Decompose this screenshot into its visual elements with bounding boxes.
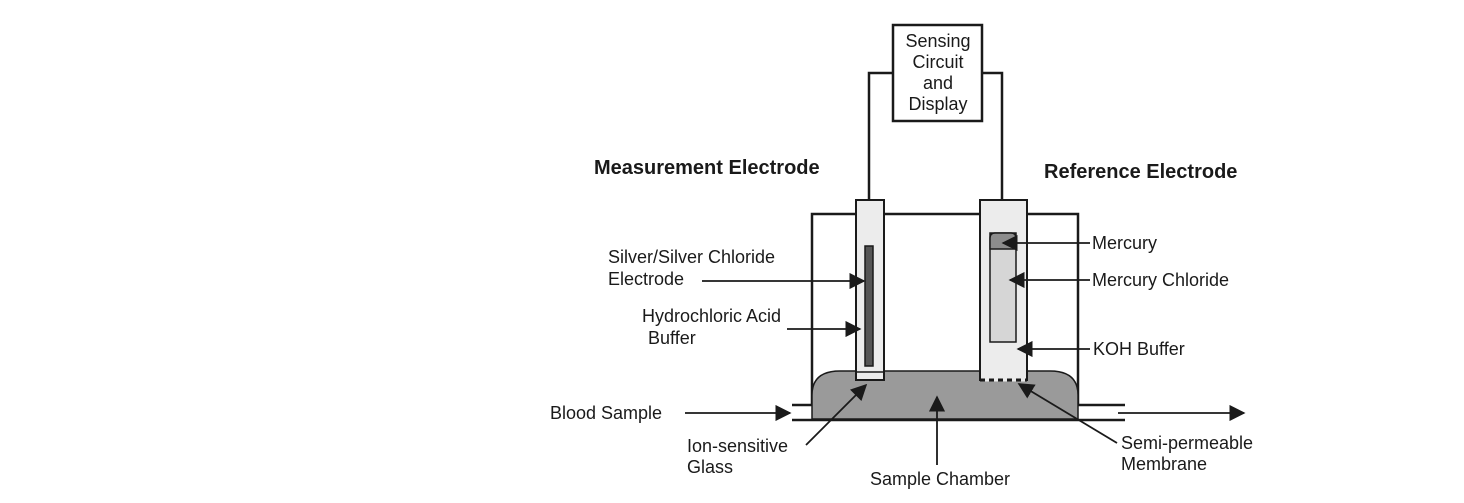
label-sample-chamber: Sample Chamber bbox=[870, 469, 1010, 489]
label-hcl-line-1: Hydrochloric Acid bbox=[642, 306, 781, 326]
label-membrane-line-2: Membrane bbox=[1121, 454, 1207, 474]
arrow-membrane bbox=[1017, 383, 1118, 444]
circuit-box-line-2: Circuit bbox=[912, 52, 963, 72]
measurement-wire bbox=[867, 71, 893, 246]
label-ion-glass-line-2: Glass bbox=[687, 457, 733, 477]
reference-electrode-title: Reference Electrode bbox=[1044, 161, 1237, 183]
housing bbox=[810, 212, 1080, 405]
arrow-ion-glass bbox=[805, 383, 868, 446]
label-mercury-chloride: Mercury Chloride bbox=[1092, 270, 1229, 290]
label-blood-sample: Blood Sample bbox=[550, 403, 662, 423]
sensing-circuit-box: Sensing Circuit and Display bbox=[891, 23, 984, 123]
label-koh-buffer: KOH Buffer bbox=[1093, 339, 1185, 359]
circuit-box-line-4: Display bbox=[908, 94, 967, 114]
label-silver-chloride-line-2: Electrode bbox=[608, 269, 684, 289]
label-hcl-line-2: Buffer bbox=[648, 328, 696, 348]
silver-chloride-rod bbox=[864, 245, 874, 367]
measurement-electrode bbox=[855, 199, 885, 381]
reference-electrode bbox=[979, 199, 1028, 382]
sample-chamber bbox=[811, 370, 1079, 420]
reference-wire bbox=[982, 71, 1004, 233]
measurement-electrode-title: Measurement Electrode bbox=[594, 157, 820, 179]
circuit-box-line-1: Sensing bbox=[905, 31, 970, 51]
label-mercury: Mercury bbox=[1092, 233, 1157, 253]
label-membrane-line-1: Semi-permeable bbox=[1121, 433, 1253, 453]
circuit-box-line-3: and bbox=[923, 73, 953, 93]
mercury-fill bbox=[989, 232, 1017, 250]
label-silver-chloride-line-1: Silver/Silver Chloride bbox=[608, 247, 775, 267]
label-ion-glass-line-1: Ion-sensitive bbox=[687, 436, 788, 456]
